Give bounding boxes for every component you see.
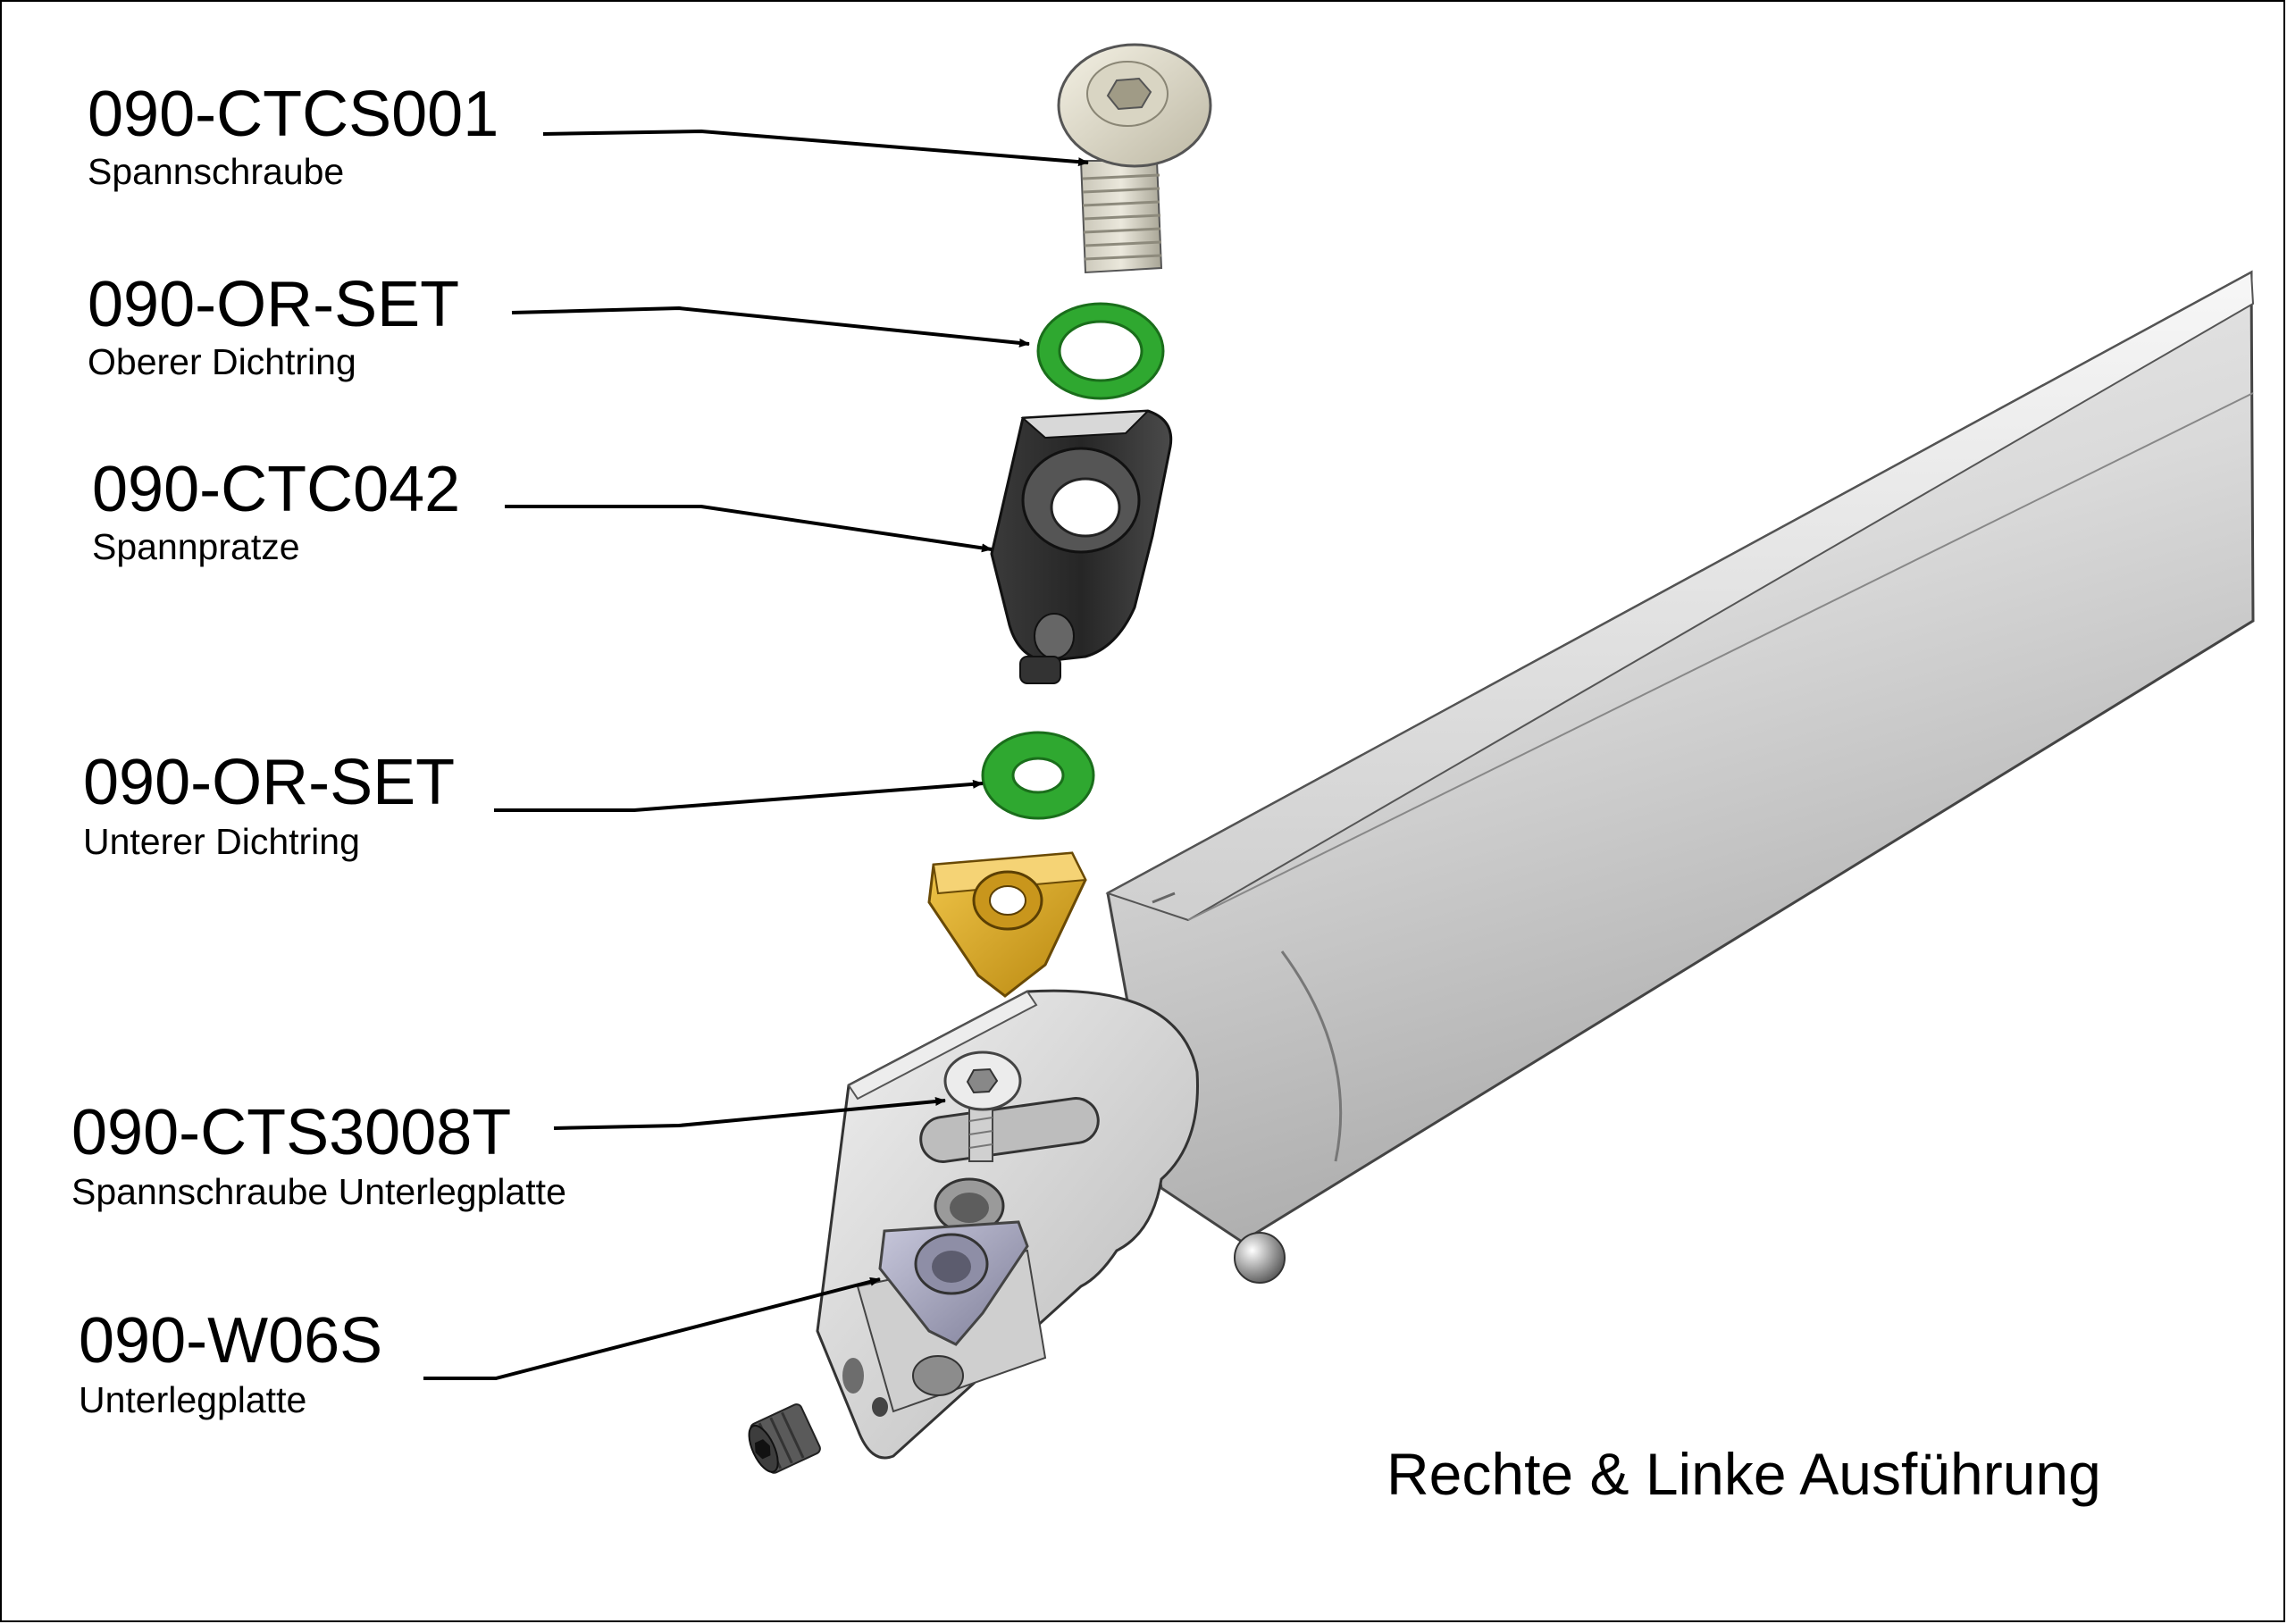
part-code: 090-CTS3008T [71, 1097, 512, 1168]
part-code: 090-CTCS001 [88, 79, 499, 150]
part-description: Oberer Dichtring [88, 341, 356, 382]
clamp-part [990, 409, 1173, 684]
boring-bar [1105, 270, 2255, 1243]
part-code: 090-OR-SET [88, 269, 460, 340]
part-code: 090-CTC042 [92, 454, 461, 525]
part-description: Unterlegplatte [79, 1379, 307, 1420]
part-label-clamp: 090-CTC042 Spannpratze [92, 457, 460, 565]
part-description: Spannschraube [88, 151, 345, 192]
leader-lines [423, 129, 1089, 1380]
part-label-upper-o-ring: 090-OR-SET Oberer Dichtring [88, 272, 459, 381]
part-description: Spannschraube Unterlegplatte [71, 1171, 566, 1212]
part-label-clamp-screw: 090-CTCS001 Spannschraube [88, 82, 498, 190]
part-code: 090-W06S [79, 1305, 383, 1377]
part-description: Spannpratze [92, 526, 300, 567]
variant-note: Rechte & Linke Ausführung [1386, 1441, 2101, 1507]
part-description: Unterer Dichtring [83, 821, 360, 862]
part-code: 090-OR-SET [83, 747, 456, 818]
part-label-shim-screw: 090-CTS3008T Spannschraube Unterlegplatt… [71, 1101, 566, 1210]
upper-o-ring-part [1036, 302, 1165, 400]
part-label-shim: 090-W06S Unterlegplatte [79, 1309, 382, 1419]
lower-o-ring-part [981, 731, 1095, 820]
shim-part [878, 1220, 1029, 1346]
shim-screw-part [943, 1051, 1022, 1162]
part-label-lower-o-ring: 090-OR-SET Unterer Dichtring [83, 750, 455, 860]
cutting-insert-part [927, 851, 1087, 998]
clamp-screw-part [1057, 43, 1212, 274]
set-screw [748, 1403, 821, 1474]
steel-ball [1234, 1232, 1286, 1284]
